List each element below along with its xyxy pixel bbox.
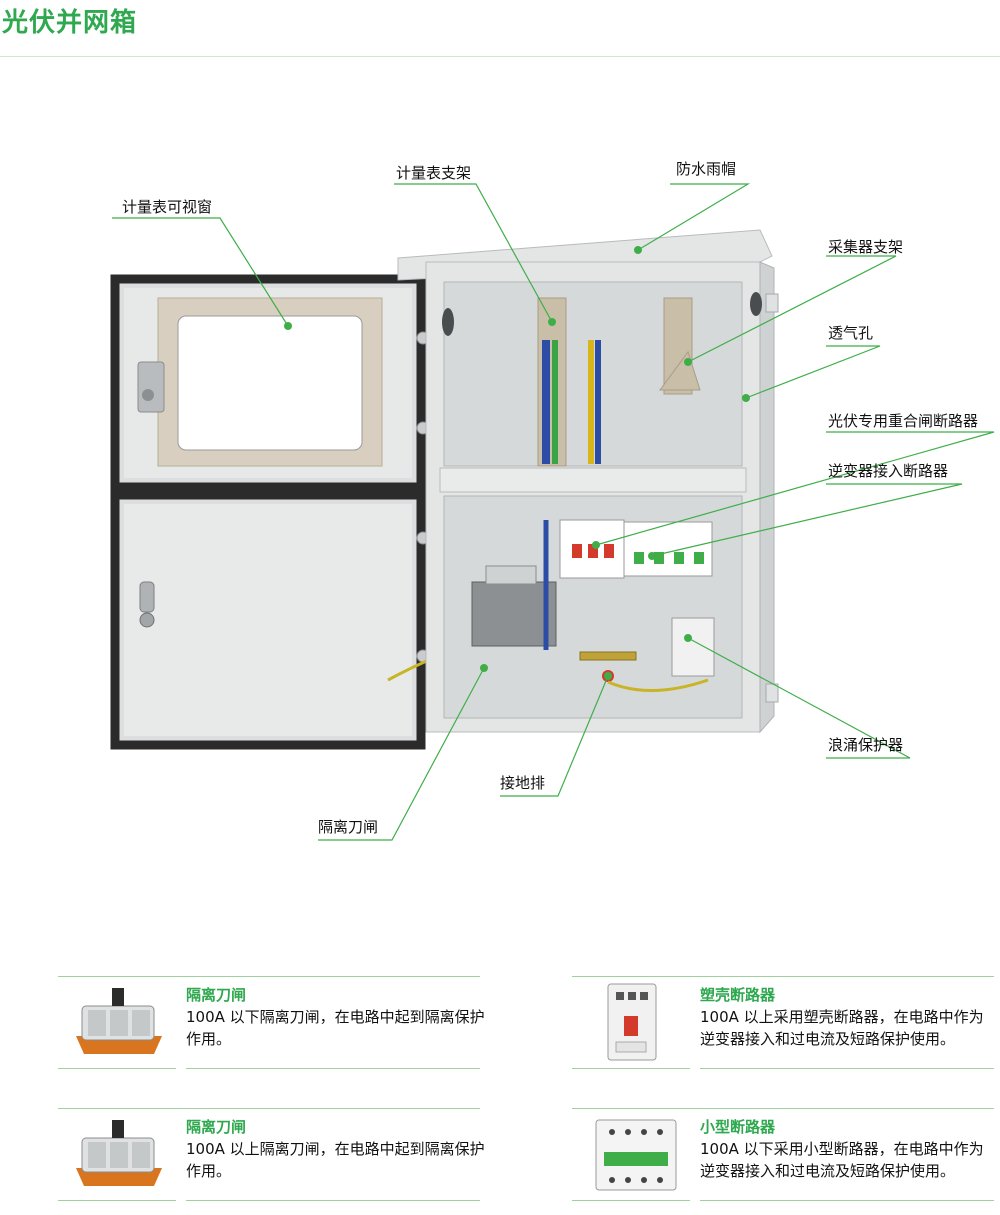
upper-door: [110, 274, 430, 492]
card-top-rule: [58, 1108, 480, 1109]
combiner-box-illustration: [110, 183, 995, 841]
card-description: 100A 以下采用小型断路器，在电路中作为逆变器接入和过电流及短路保护使用。: [700, 1140, 984, 1180]
card-description: 100A 以上隔离刀闸，在电路中起到隔离保护作用。: [186, 1140, 485, 1180]
callout-ground-bar: 接地排: [500, 774, 546, 792]
callout-meter-window: 计量表可视窗: [122, 198, 213, 216]
card-title: 隔离刀闸: [186, 1118, 247, 1136]
card-title: 小型断路器: [700, 1118, 776, 1136]
card-description: 100A 以上采用塑壳断路器，在电路中作为逆变器接入和过电流及短路保护使用。: [700, 1008, 984, 1048]
card-bottom-rule: [58, 1068, 176, 1069]
title-divider: [0, 56, 1000, 57]
card-title: 塑壳断路器: [700, 986, 776, 1004]
callout-isolator-switch: 隔离刀闸: [318, 818, 379, 836]
isolator-switch-icon: [76, 988, 162, 1054]
card-bottom-rule: [572, 1068, 690, 1069]
isolator-switch: [471, 520, 557, 650]
callout-meter-bracket: 计量表支架: [396, 164, 472, 182]
card-top-rule: [572, 976, 994, 977]
card-description: 100A 以下隔离刀闸，在电路中起到隔离保护作用。: [186, 1008, 485, 1048]
callout-collector-bracket: 采集器支架: [828, 238, 904, 256]
card-bottom-rule: [186, 1200, 480, 1201]
callout-dots: [284, 246, 750, 680]
lower-door: [110, 490, 439, 750]
card-top-rule: [572, 1108, 994, 1109]
card-bottom-rule: [700, 1200, 994, 1201]
page-title: 光伏并网箱: [2, 8, 138, 38]
card-bottom-rule: [700, 1068, 994, 1069]
callout-inverter-breaker: 逆变器接入断路器: [828, 462, 949, 480]
callout-surge-protector: 浪涌保护器: [828, 736, 904, 754]
card-bottom-rule: [572, 1200, 690, 1201]
callout-vent-hole: 透气孔: [828, 324, 874, 342]
pv-recloser-breakers: [559, 519, 625, 579]
card-top-rule: [58, 976, 480, 977]
mcb-icon: [595, 1119, 677, 1191]
inverter-breakers: [623, 521, 713, 577]
surge-protector: [671, 617, 715, 677]
mccb-icon: [607, 983, 657, 1061]
ground-bar: [579, 651, 709, 693]
isolator-switch-icon: [76, 1120, 162, 1186]
callout-rain-cap: 防水雨帽: [676, 160, 737, 178]
card-title: 隔离刀闸: [186, 986, 247, 1004]
card-bottom-rule: [58, 1200, 176, 1201]
callout-pv-recloser: 光伏专用重合闸断路器: [828, 412, 979, 430]
callout-leaders: [112, 183, 995, 841]
card-bottom-rule: [186, 1068, 480, 1069]
